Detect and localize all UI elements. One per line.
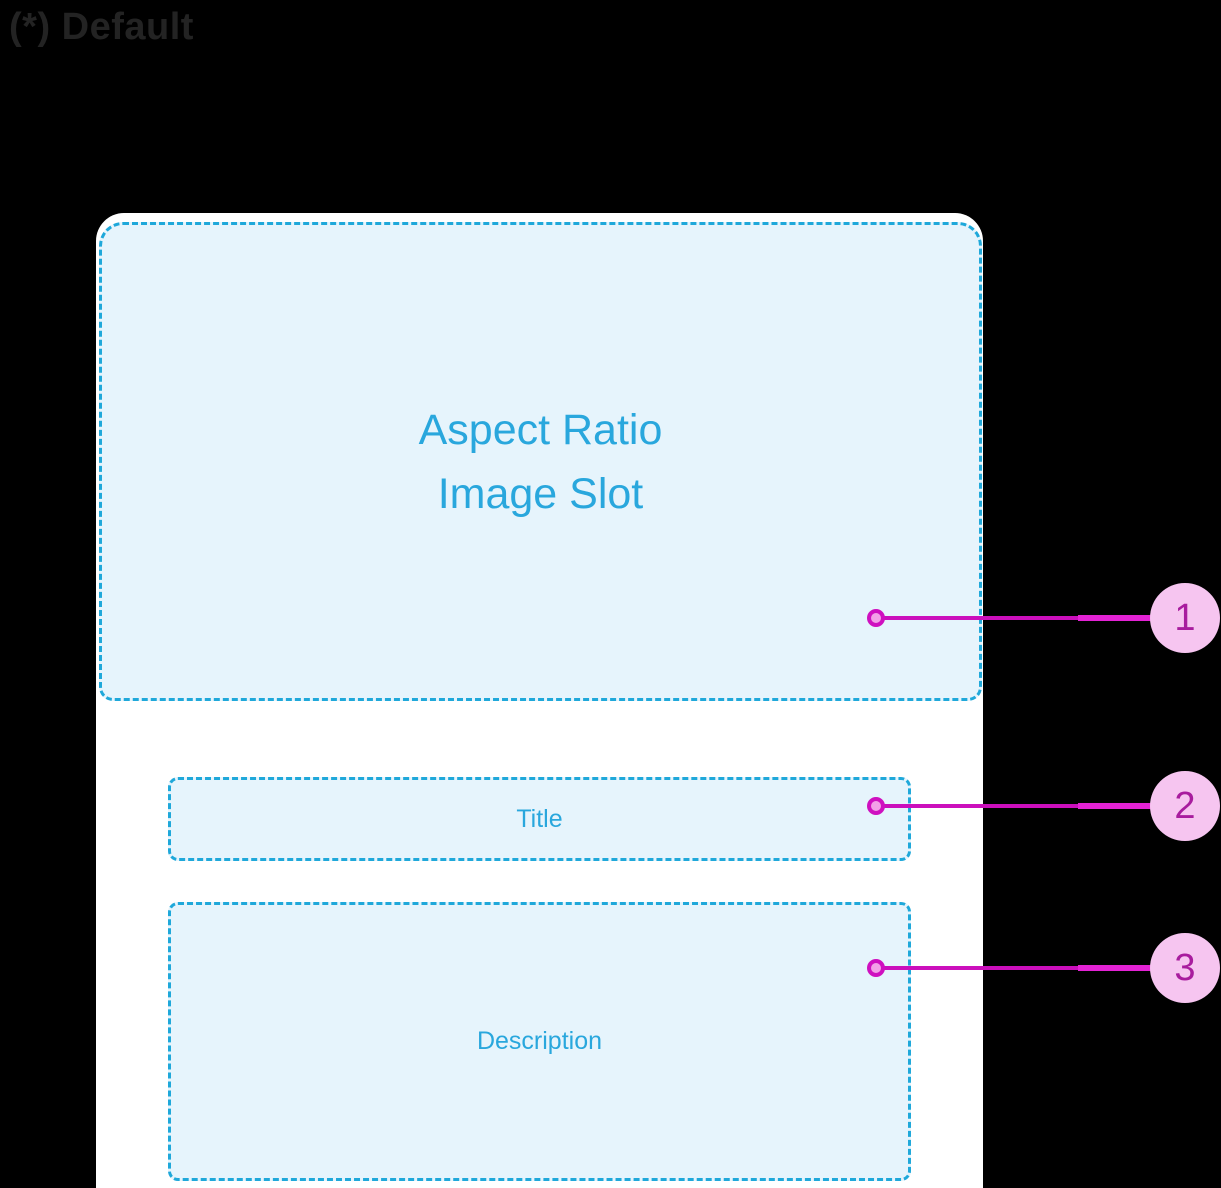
card-component: Aspect Ratio Image Slot Title Descriptio… (96, 213, 983, 1188)
annotation-1-leader-line (884, 616, 1080, 620)
annotation-3-leader-line (884, 966, 1080, 970)
annotation-3-number: 3 (1174, 946, 1196, 989)
image-slot-label-line2: Image Slot (437, 469, 644, 518)
annotation-2-leader-line-end (1078, 803, 1154, 809)
annotation-1-anchor-dot (867, 609, 885, 627)
annotation-1-badge: 1 (1150, 583, 1220, 653)
annotation-3-anchor-dot (867, 959, 885, 977)
annotation-2-number: 2 (1174, 784, 1196, 827)
annotation-1-number: 1 (1174, 596, 1196, 639)
title-slot-label: Title (516, 804, 563, 833)
aspect-ratio-image-slot: Aspect Ratio Image Slot (99, 222, 982, 701)
image-slot-label-line1: Aspect Ratio (418, 405, 663, 454)
image-slot-label: Aspect Ratio Image Slot (419, 398, 663, 526)
annotation-2-badge: 2 (1150, 771, 1220, 841)
annotation-3-badge: 3 (1150, 933, 1220, 1003)
variant-title: (*) Default (9, 6, 194, 48)
annotation-2-leader-line (884, 804, 1080, 808)
description-slot: Description (168, 902, 911, 1181)
description-slot-label: Description (476, 1027, 603, 1055)
annotation-3-leader-line-end (1078, 965, 1154, 971)
title-slot: Title (168, 777, 911, 861)
annotation-2-anchor-dot (867, 797, 885, 815)
annotation-1-leader-line-end (1078, 615, 1154, 621)
